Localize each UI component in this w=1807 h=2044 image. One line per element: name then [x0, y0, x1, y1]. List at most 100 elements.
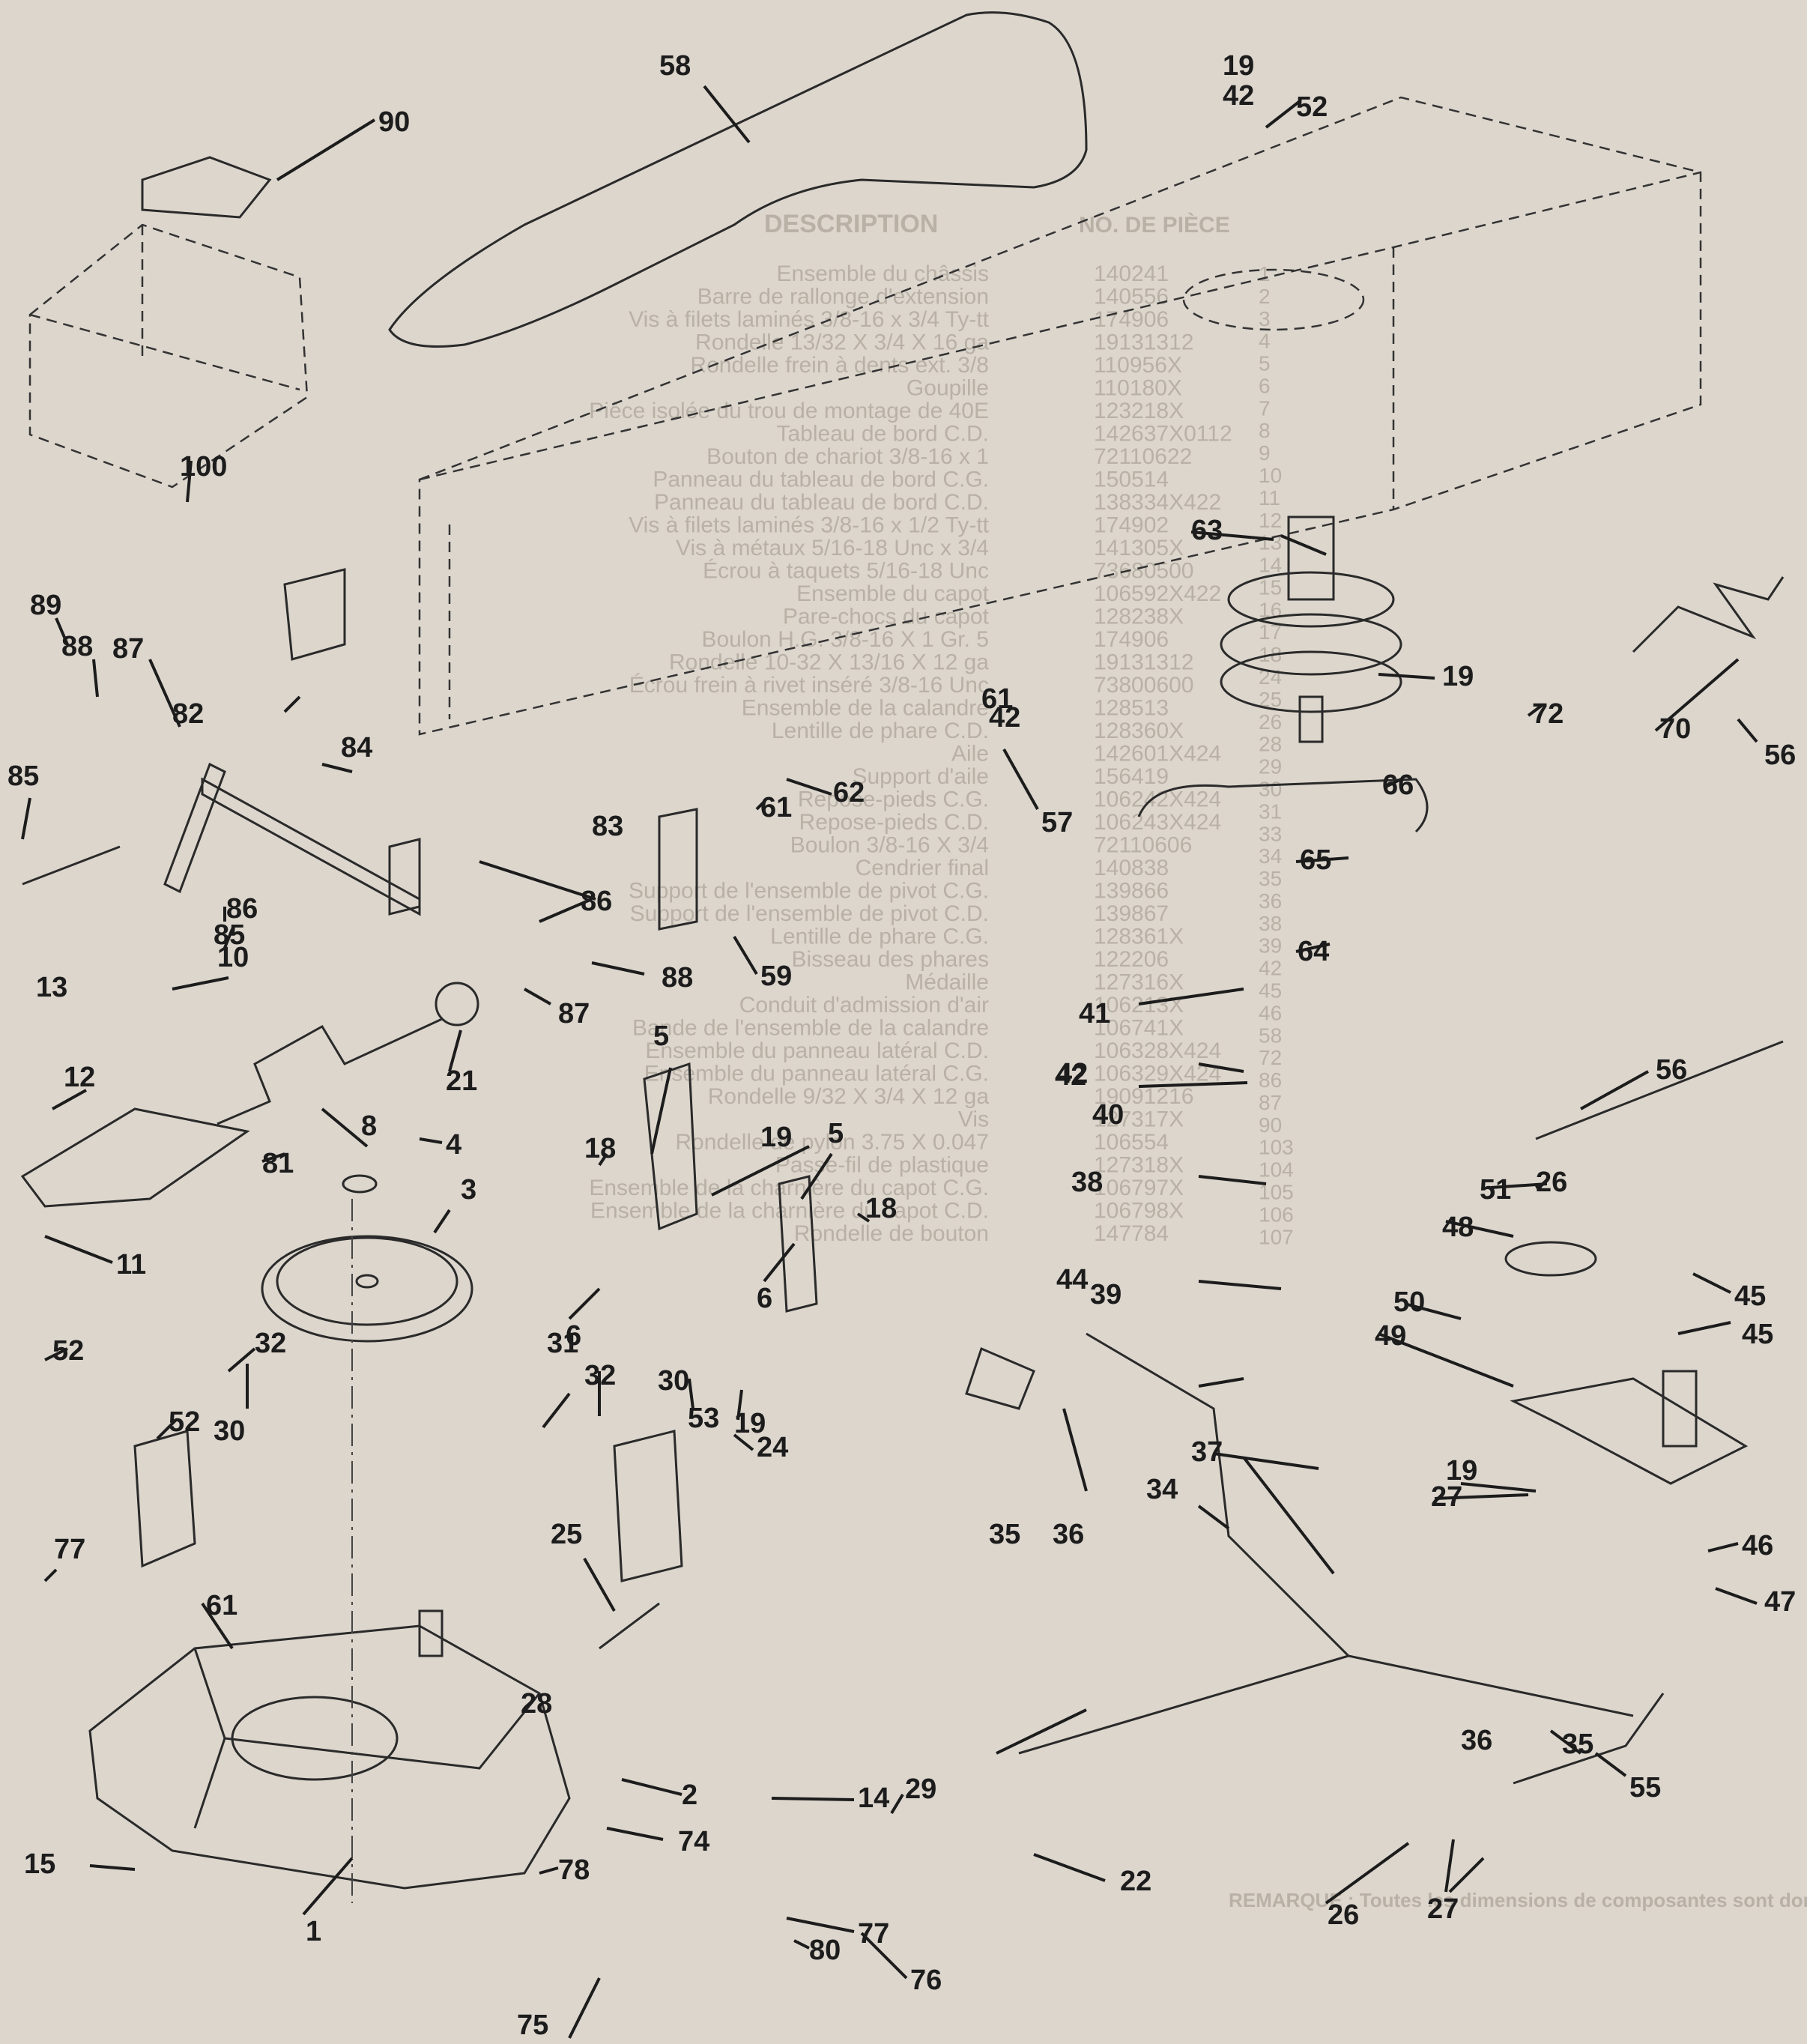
table-cell-ref: 9: [1259, 441, 1271, 465]
strap-58: [658, 808, 698, 931]
callout-number: 6: [566, 1320, 581, 1352]
background-parts-table: DESCRIPTION NO. DE PIÈCE Ensemble du châ…: [589, 210, 1807, 1911]
callout-number: 66: [1382, 769, 1414, 801]
callout-number: 47: [1764, 1586, 1796, 1618]
lever-assembly: [22, 762, 421, 916]
callout-number: 19: [1446, 1455, 1477, 1487]
leader-line: [755, 800, 766, 811]
table-cell-ref: 12: [1259, 509, 1282, 532]
leader-line: [733, 1433, 754, 1451]
callout-number: 3: [461, 1174, 476, 1206]
table-cell-description: Vis à métaux 5/16-18 Unc x 3/4: [676, 536, 989, 560]
leader-line: [448, 1029, 462, 1072]
leader-line: [856, 1212, 871, 1223]
leader-line: [1295, 856, 1349, 863]
leader-line: [1213, 1452, 1319, 1470]
table-cell-part-no: 106243X424: [1094, 810, 1221, 835]
callout-number: 44: [1056, 1264, 1088, 1295]
leader-line: [433, 1209, 451, 1234]
transaxle: [88, 1199, 571, 1903]
leader-line: [43, 1568, 58, 1582]
callout-number: 4: [446, 1129, 461, 1161]
callout-number: 25: [551, 1519, 582, 1550]
callout-number: 27: [1431, 1481, 1462, 1513]
idler-link-rod: [1513, 1693, 1665, 1785]
table-cell-part-no: 139866: [1094, 879, 1169, 904]
table-cell-ref: 15: [1259, 575, 1282, 599]
table-cell-description: Ensemble de la charnière du capot C.D.: [590, 1199, 989, 1224]
leader-line: [539, 1866, 559, 1875]
table-cell-description: Vis: [958, 1107, 989, 1132]
callout-number: 35: [1562, 1729, 1593, 1760]
callout-number: 65: [1300, 844, 1331, 876]
brake-rod: [1018, 1654, 1349, 1755]
key-ring: [342, 1174, 378, 1194]
table-cell-part-no: 127318X: [1094, 1153, 1184, 1178]
engine-pulley: [1220, 515, 1402, 743]
leader-line: [1737, 718, 1758, 743]
table-cell-description: Pièce isolée du trou de montage de 40E: [589, 399, 989, 423]
leader-line: [524, 988, 551, 1006]
leader-line: [786, 778, 832, 796]
table-cell-ref: 58: [1259, 1023, 1282, 1047]
callout-number: 77: [858, 1918, 889, 1950]
table-cell-description: Ensemble du capot: [796, 581, 989, 606]
wire-clip: [1137, 778, 1429, 833]
leader-line: [156, 1418, 178, 1440]
callout-number: 74: [678, 1826, 709, 1857]
table-cell-ref: 3: [1259, 307, 1271, 330]
callout-number: 38: [1071, 1167, 1103, 1198]
leader-line: [1138, 1081, 1248, 1088]
leader-line: [1527, 703, 1545, 717]
callout-number: 42: [1056, 1058, 1088, 1089]
callout-number: 87: [112, 633, 144, 665]
callout-number: 59: [760, 961, 792, 992]
table-cell-part-no: 106592X422: [1094, 581, 1221, 606]
leader-line: [44, 1235, 113, 1264]
callout-number: 8: [361, 1110, 377, 1142]
table-cell-description: Bouton de chariot 3/8-16 x 1: [706, 444, 989, 469]
table-cell-part-no: 128361X: [1094, 925, 1184, 949]
callout-number: 57: [1041, 807, 1073, 838]
leader-line: [1198, 1377, 1244, 1388]
leader-line: [1460, 1482, 1537, 1493]
callout-number: 52: [169, 1406, 200, 1438]
table-cell-ref: 11: [1259, 486, 1280, 510]
leader-line: [591, 961, 645, 976]
callout-number: 52: [1296, 91, 1328, 123]
leader-line: [1295, 943, 1331, 953]
callout-number: 56: [1764, 740, 1796, 771]
leader-line: [1378, 1332, 1514, 1388]
callout-number: 53: [688, 1403, 719, 1434]
callout-number: 34: [1146, 1474, 1178, 1505]
shift-lever: [217, 982, 479, 1125]
table-cell-part-no: 127317X: [1094, 1107, 1184, 1132]
leader-line: [1198, 1280, 1282, 1290]
table-cell-ref: 1: [1259, 262, 1271, 285]
table-cell-ref: 4: [1259, 330, 1271, 353]
table-cell-description: Aile: [951, 742, 989, 766]
callout-number: 37: [1191, 1436, 1223, 1468]
leader-line: [186, 460, 193, 503]
callout-number: 6: [757, 1283, 772, 1314]
leader-line: [1265, 100, 1301, 129]
table-cell-ref: 39: [1259, 934, 1282, 958]
table-cell-ref: 38: [1259, 912, 1282, 935]
leader-line: [302, 1857, 354, 1916]
leader-line: [261, 1152, 285, 1163]
table-cell-ref: 8: [1259, 419, 1271, 442]
table-cell-description: Lentille de phare C.G.: [770, 925, 989, 949]
table-cell-description: Médaille: [905, 970, 989, 995]
callout-number: 32: [255, 1328, 286, 1359]
table-header-description: DESCRIPTION: [764, 210, 938, 238]
table-cell-ref: 87: [1259, 1091, 1282, 1114]
table-cell-description: Tableau de bord C.D.: [776, 422, 989, 447]
callout-number: 12: [64, 1062, 95, 1093]
drive-belt: [388, 11, 1088, 348]
callout-number: 88: [662, 962, 693, 994]
leader-line: [733, 935, 758, 976]
leader-line: [1385, 778, 1402, 788]
table-cell-ref: 104: [1259, 1158, 1294, 1182]
table-cell-description: Conduit d'admission d'air: [739, 993, 989, 1018]
leader-line: [419, 1137, 443, 1144]
